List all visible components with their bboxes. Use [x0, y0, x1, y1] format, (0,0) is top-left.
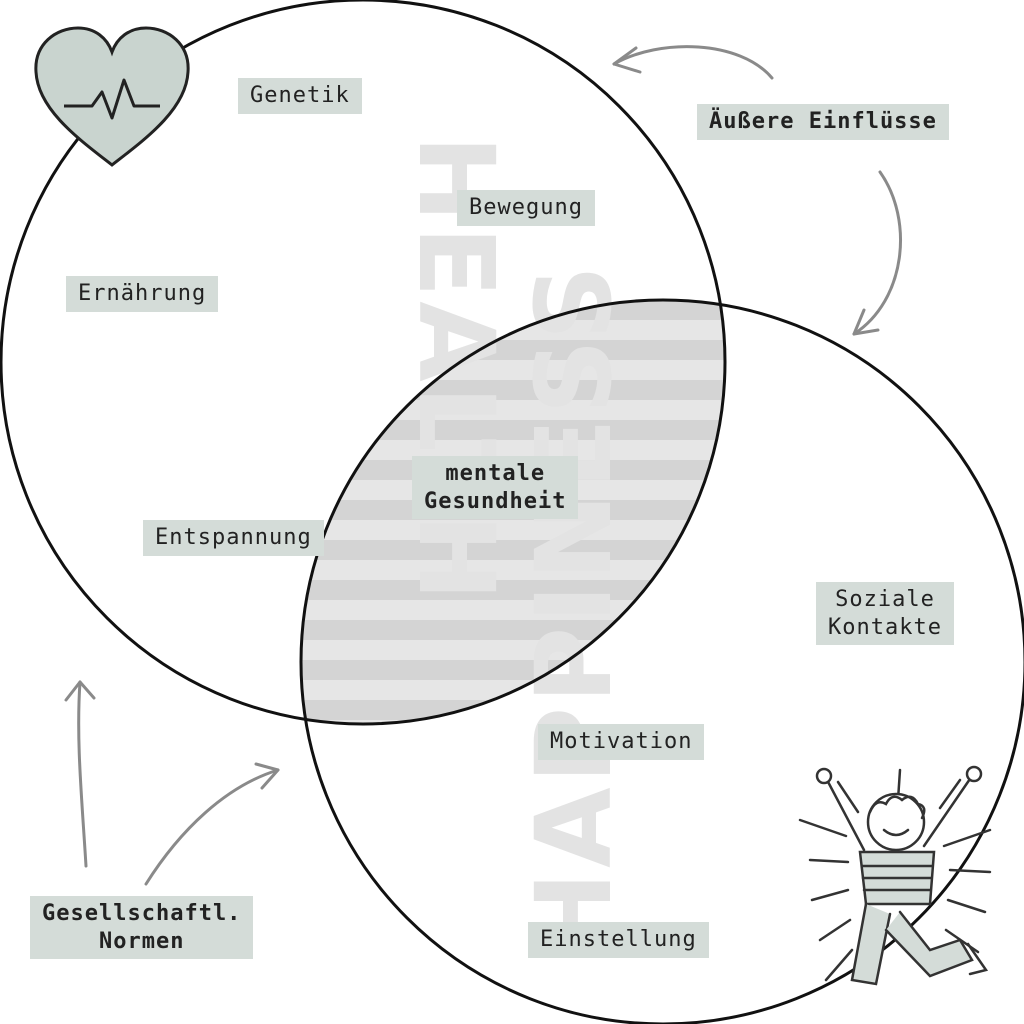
circle-health [0, 0, 727, 726]
label-genetik: Genetik [238, 78, 362, 114]
label-einstellung: Einstellung [528, 922, 709, 958]
jumping-person-illustration [798, 765, 992, 986]
watermark-happiness: HAPPINESS [513, 261, 635, 959]
circle-happiness [299, 298, 1024, 1024]
label-aeussere-einfluesse: Äußere Einflüsse [697, 104, 949, 140]
watermark: HEALTH HAPPINESS [395, 135, 635, 959]
arrow-left-up [77, 680, 88, 868]
label-mentale-gesundheit: mentale Gesundheit [412, 456, 579, 519]
label-motivation: Motivation [538, 724, 705, 760]
arrow-top [612, 45, 774, 80]
label-soziale-kontakte: Soziale Kontakte [816, 582, 954, 645]
label-gesellschaftliche-normen: Gesellschaftl. Normen [30, 896, 254, 959]
label-entspannung: Entspannung [143, 520, 324, 556]
arrow-right [852, 170, 903, 336]
arrows [64, 45, 903, 886]
label-bewegung: Bewegung [457, 190, 595, 226]
label-ernaehrung: Ernährung [66, 276, 219, 312]
arrow-diagonal [144, 768, 280, 886]
heartbeat-heart-icon [34, 26, 190, 167]
